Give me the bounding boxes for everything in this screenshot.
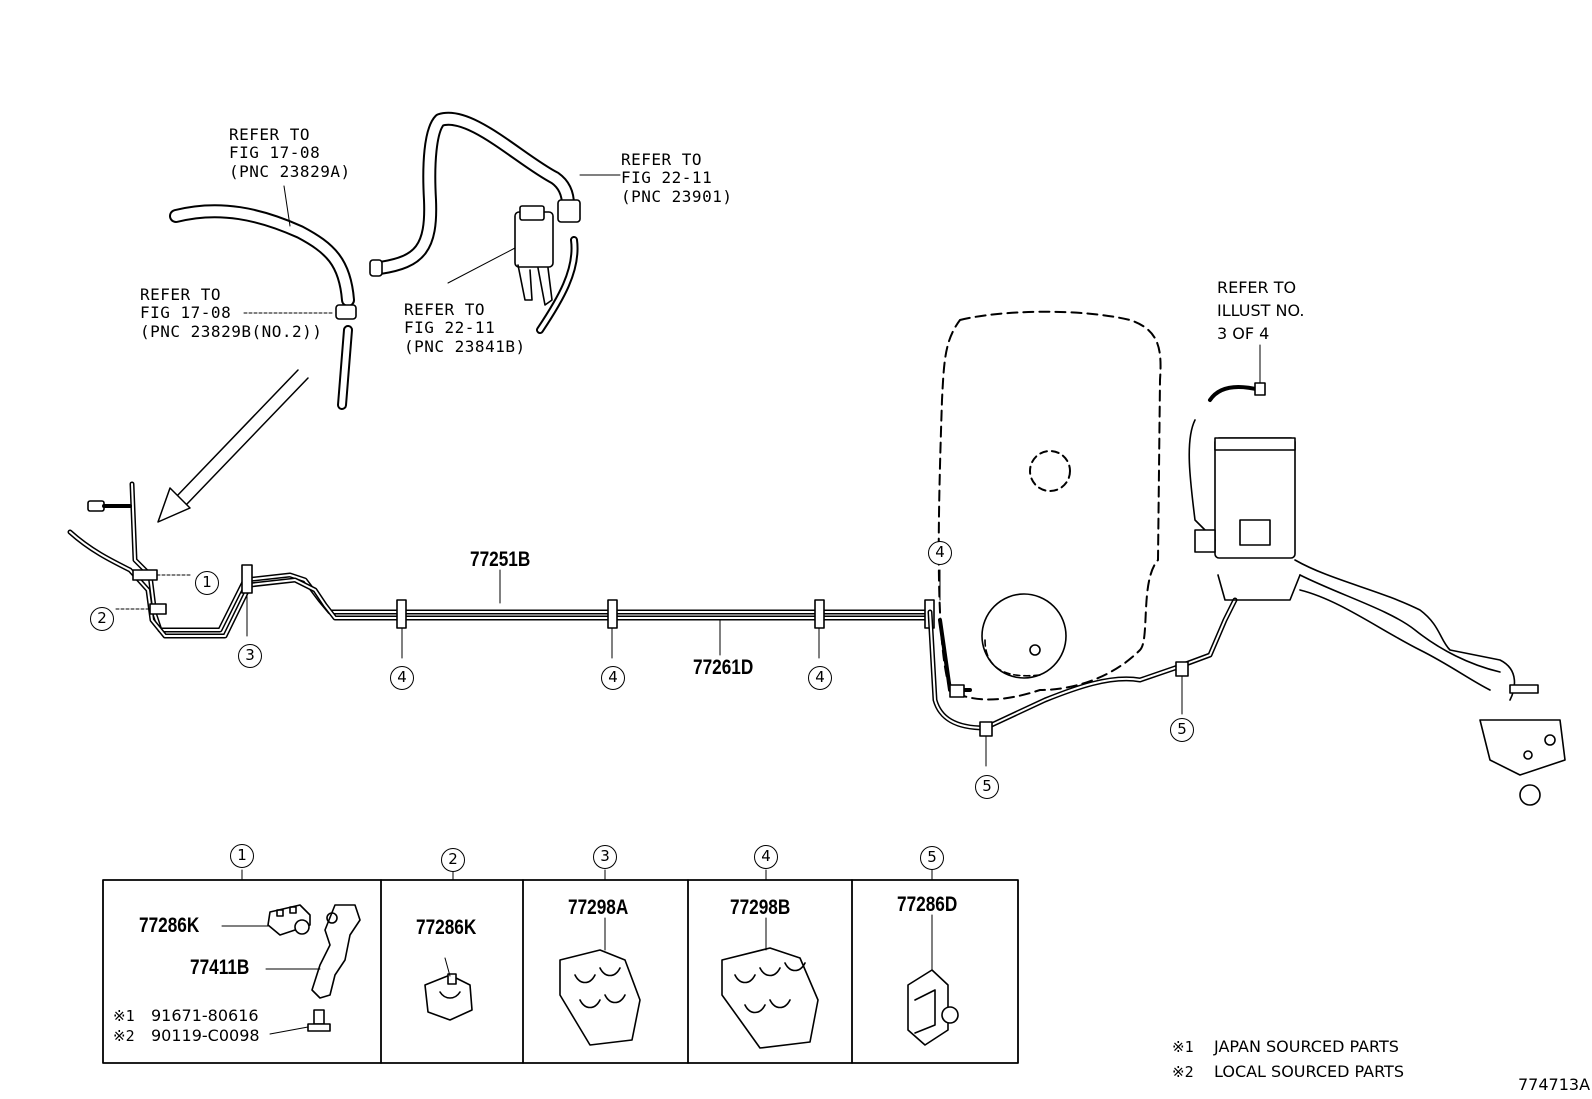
illustration-id: 774713A	[1518, 1075, 1591, 1094]
ref-a-line3: (PNC 23829A)	[229, 162, 351, 181]
panel1-code2: 90119-C0098	[151, 1026, 260, 1045]
legend-table	[102, 869, 1019, 1064]
ref-b-line2: FIG 17-08	[140, 303, 232, 322]
legend-header-4: 4	[754, 845, 778, 869]
panel1-part-77411b: 77411B	[190, 956, 250, 979]
ref-d-line2: FIG 22-11	[621, 168, 713, 187]
ref-b-line1: REFER TO	[140, 285, 222, 304]
legend-header-2: 2	[441, 848, 465, 872]
panel5-clip	[907, 914, 959, 1046]
callout-4d: 4	[928, 541, 952, 565]
callout-4b: 4	[601, 666, 625, 690]
direction-arrow	[157, 369, 309, 523]
ref-b-line3: (PNC 23829B(NO.2))	[140, 322, 323, 341]
note1-text: JAPAN SOURCED PARTS	[1214, 1037, 1399, 1056]
legend-header-5: 5	[920, 846, 944, 870]
ref-d-line1: REFER TO	[621, 150, 703, 169]
ref-d-line3: (PNC 23901)	[621, 187, 733, 206]
legend-header-1: 1	[230, 844, 254, 868]
panel1-code1: 91671-80616	[151, 1006, 259, 1025]
panel5-part: 77286D	[897, 893, 958, 916]
note2-text: LOCAL SOURCED PARTS	[1214, 1062, 1404, 1081]
panel2-clamp	[424, 957, 473, 1021]
ref-a-line1: REFER TO	[229, 125, 311, 144]
tube-upper-label: 77251B	[470, 548, 531, 571]
panel1-part-77286k: 77286K	[139, 914, 200, 937]
callout-4a: 4	[390, 666, 414, 690]
ref-c-line3: (PNC 23841B)	[404, 337, 526, 356]
ref-c-line1: REFER TO	[404, 300, 486, 319]
panel4-part: 77298B	[730, 896, 791, 919]
callout-5a: 5	[975, 775, 999, 799]
panel3-part: 77298A	[568, 896, 629, 919]
ref-e-line1: REFER TO	[1217, 278, 1297, 297]
callout-5b: 5	[1170, 718, 1194, 742]
ref-c-line2: FIG 22-11	[404, 318, 496, 337]
panel1-mark2: ※2	[113, 1027, 135, 1045]
panel3-clamp	[559, 917, 641, 1046]
panel1-parts	[221, 904, 361, 1035]
panel2-part: 77286K	[416, 916, 477, 939]
ref-e-line3: 3 OF 4	[1217, 324, 1270, 343]
vsv-23841b	[447, 205, 554, 306]
callout-1: 1	[195, 571, 219, 595]
legend-header-3: 3	[593, 845, 617, 869]
callout-4c: 4	[808, 666, 832, 690]
fuel-tank-outline	[937, 310, 1162, 701]
clamp-23829b	[335, 304, 357, 320]
ref-a-line2: FIG 17-08	[229, 143, 321, 162]
ref-e-line2: ILLUST NO.	[1217, 301, 1305, 320]
note1-mark: ※1	[1172, 1038, 1194, 1056]
tube-lower-label: 77261D	[693, 656, 754, 679]
callout-3: 3	[238, 644, 262, 668]
callout-2: 2	[90, 607, 114, 631]
charcoal-canister	[1188, 344, 1566, 806]
panel4-clamp	[721, 917, 819, 1049]
note2-mark: ※2	[1172, 1063, 1194, 1081]
panel1-mark1: ※1	[113, 1007, 135, 1025]
